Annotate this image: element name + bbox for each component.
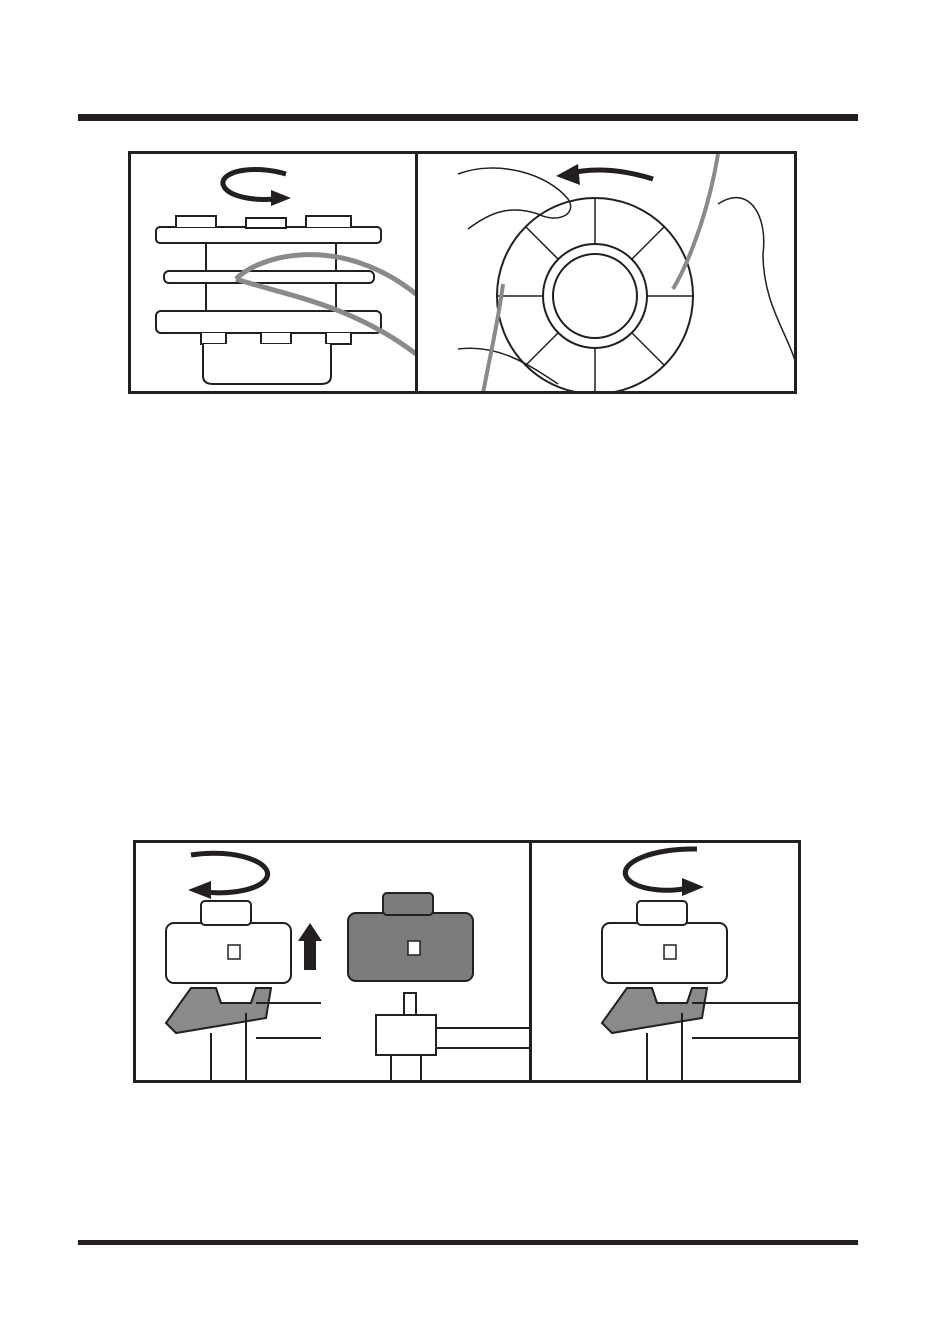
clockwise-arrow-icon — [625, 849, 704, 896]
footer-rule — [78, 1240, 858, 1245]
up-arrow-icon — [298, 923, 322, 970]
counter-clockwise-arrow-icon — [223, 169, 291, 206]
head-install-view — [532, 843, 800, 1083]
head-removal-view — [136, 843, 529, 1083]
spool-rewind-figure — [128, 151, 797, 394]
head-mount-figure — [133, 840, 801, 1083]
spool-winding-side-view — [131, 154, 415, 394]
spool-winding-hands-view — [418, 154, 796, 394]
header-rule — [78, 114, 858, 121]
left-arrow-icon — [556, 164, 653, 185]
counter-clockwise-arrow-icon — [188, 853, 268, 899]
